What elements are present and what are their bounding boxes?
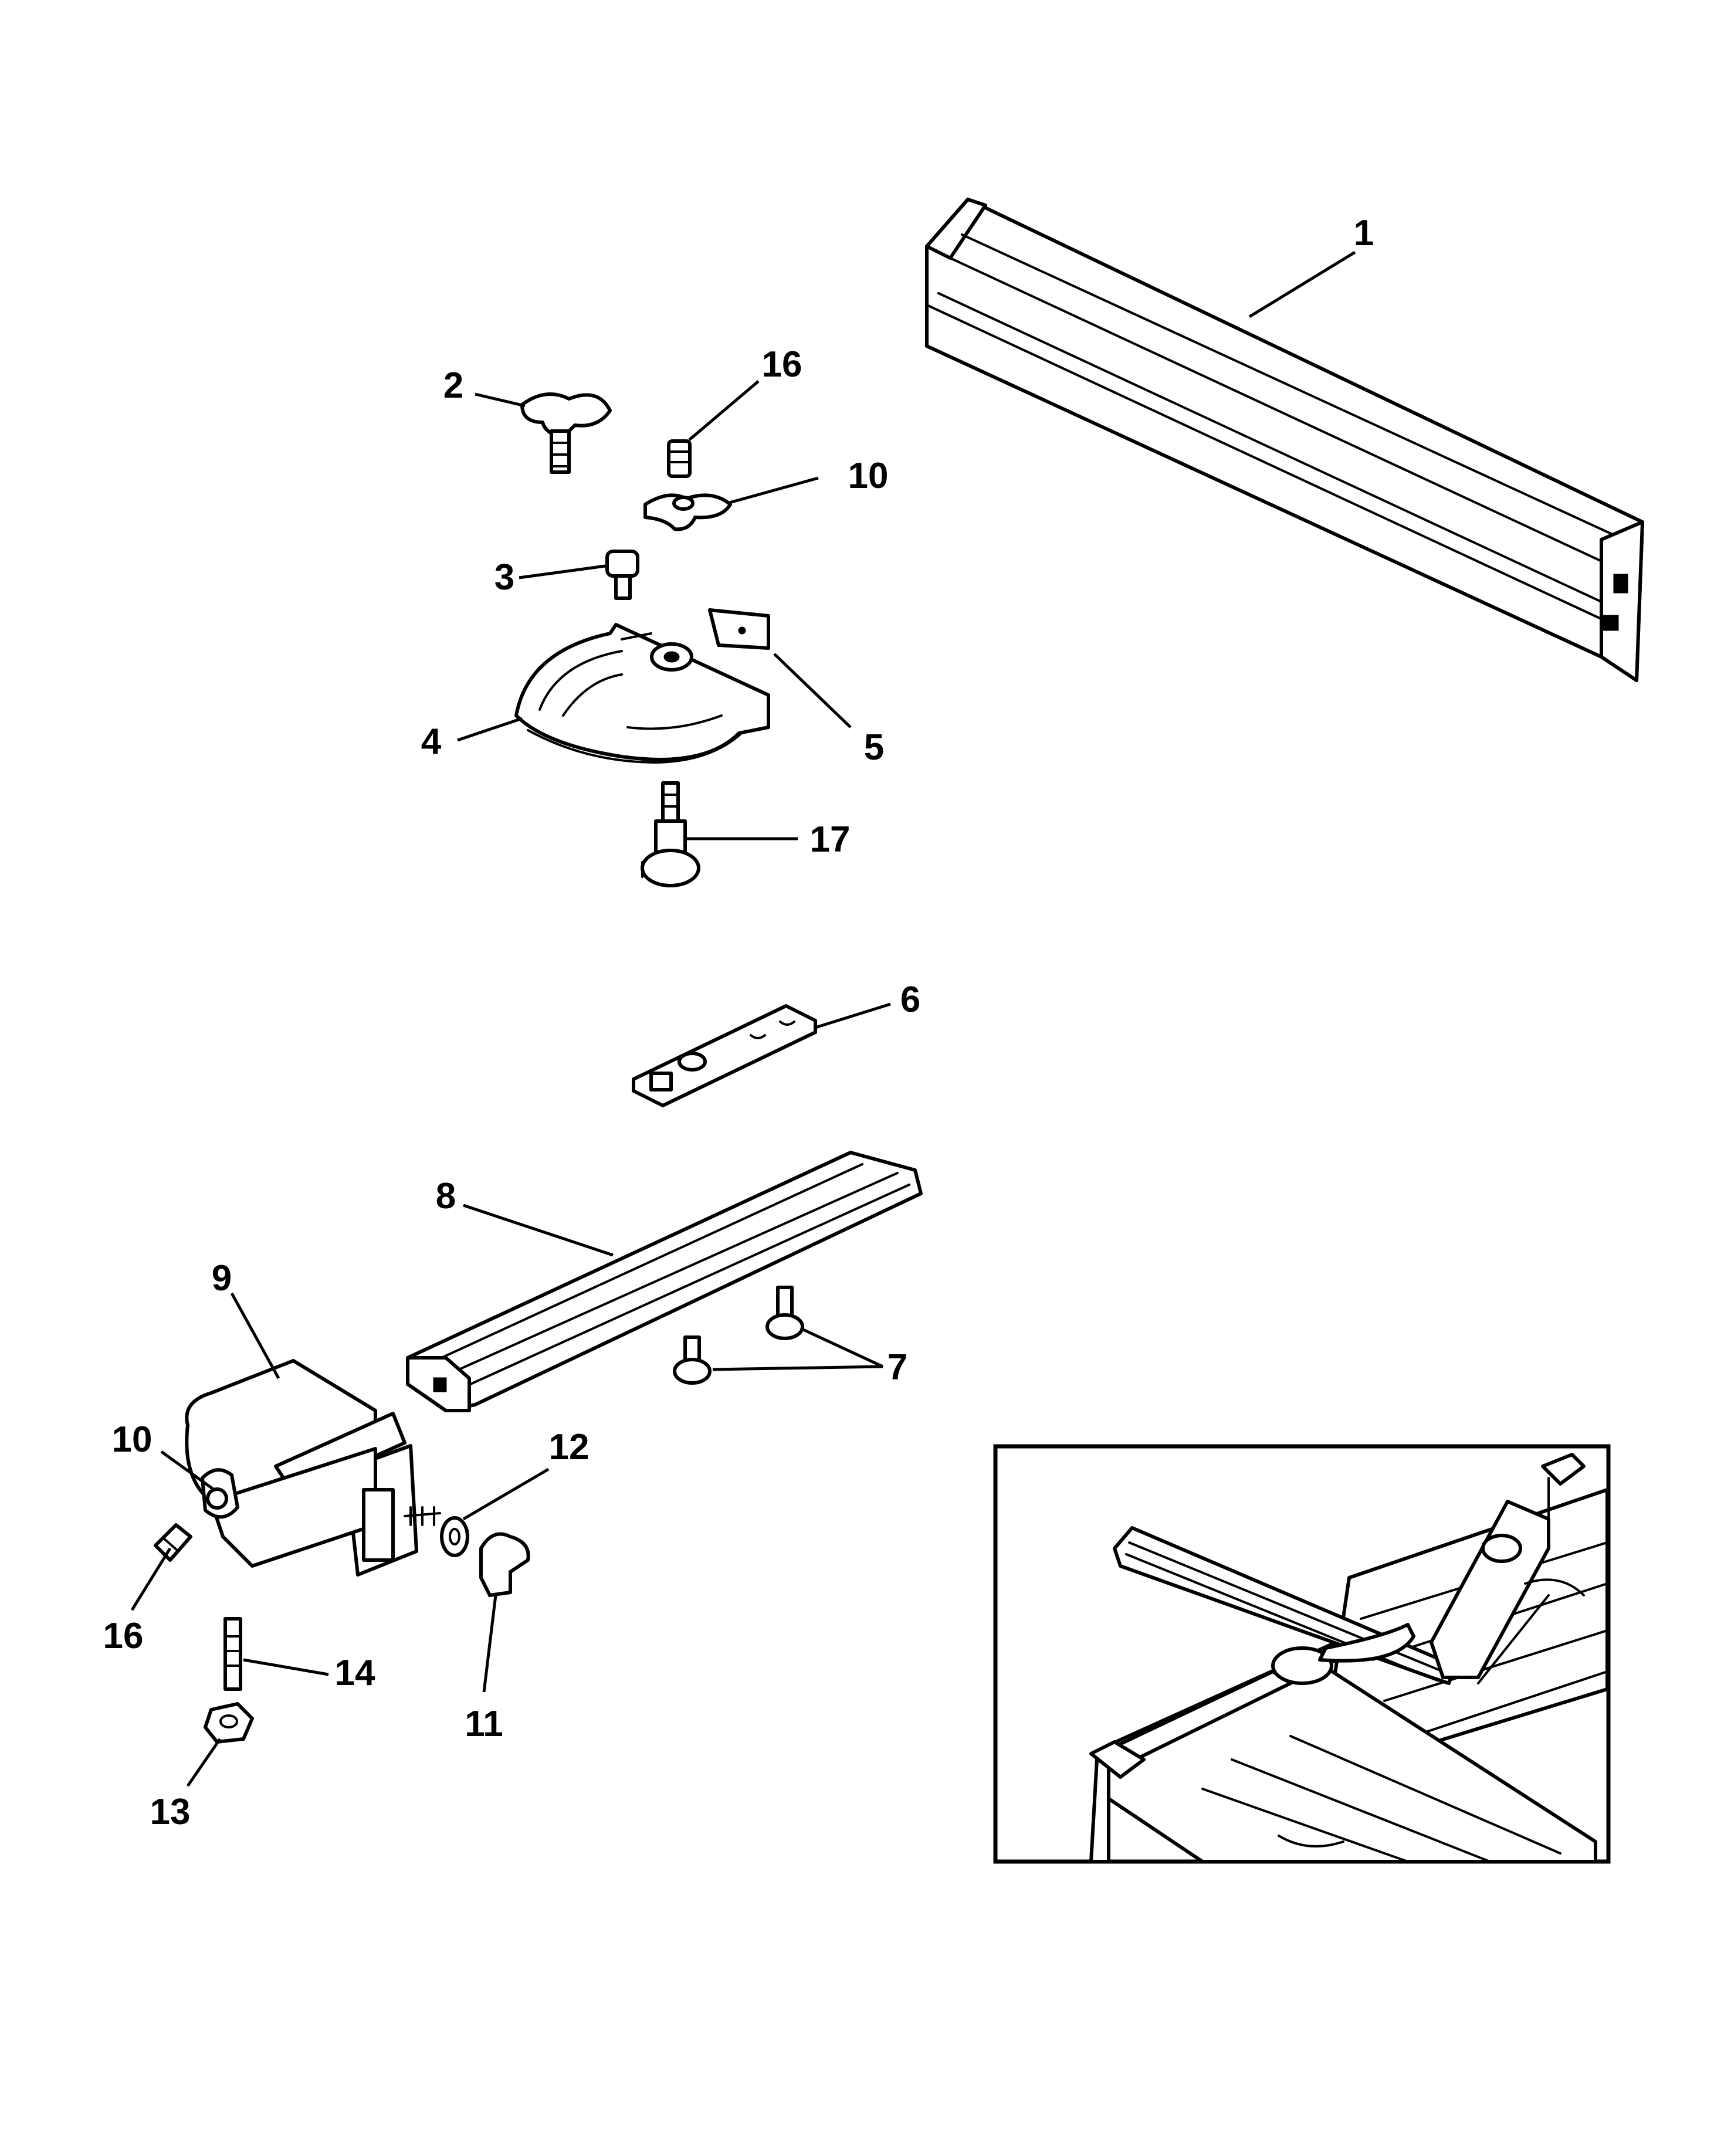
- callout-5: 5: [864, 727, 884, 768]
- callout-13: 13: [150, 1792, 191, 1832]
- part-7-screws: [673, 1286, 804, 1385]
- callout-7: 7: [888, 1347, 907, 1388]
- callout-11: 11: [465, 1704, 503, 1744]
- part-2-wing-knob: [520, 392, 612, 474]
- part-4-miter-head: [514, 623, 770, 764]
- callout-6: 6: [900, 979, 920, 1020]
- callout-1: 1: [1354, 213, 1374, 253]
- part-16-set-screw-lower: [154, 1523, 192, 1562]
- part-14-stud: [223, 1617, 242, 1691]
- part-8-miter-bar: [406, 1151, 923, 1412]
- part-10-clamp-knob: [201, 1468, 239, 1519]
- callout-2: 2: [443, 365, 463, 406]
- part-13-hex-nut: [204, 1702, 254, 1744]
- leader-lines: [130, 250, 1356, 1787]
- part-10-wing-nut: [643, 493, 732, 531]
- part-1-fence-rail: [925, 198, 1644, 682]
- inset-assembly-view: [993, 1444, 1611, 1864]
- callout-9: 9: [212, 1258, 232, 1299]
- callout-8: 8: [436, 1176, 456, 1216]
- callout-3: 3: [494, 557, 514, 598]
- callout-10-lower: 10: [112, 1419, 153, 1460]
- callout-16-lower: 16: [103, 1616, 144, 1656]
- callout-16-top: 16: [762, 344, 802, 385]
- callout-labels: 1 2 16 10 3 4 5 17 6 8 9 7 10 12 16 14 1…: [103, 213, 1374, 1832]
- callout-10-top: 10: [848, 456, 889, 496]
- callout-12: 12: [549, 1427, 590, 1467]
- part-11-wing-nut: [479, 1532, 530, 1597]
- callout-4: 4: [421, 721, 442, 762]
- part-12-washer: [440, 1516, 469, 1557]
- part-6-plate: [632, 1004, 817, 1107]
- callout-17: 17: [810, 819, 851, 860]
- part-3-pin: [605, 550, 639, 600]
- part-5-indicator: [708, 608, 770, 650]
- part-9-clamp-body: [185, 1359, 441, 1577]
- part-16-set-screw: [667, 439, 692, 478]
- part-17-shoulder-screw: [641, 781, 700, 887]
- callout-14: 14: [335, 1653, 375, 1693]
